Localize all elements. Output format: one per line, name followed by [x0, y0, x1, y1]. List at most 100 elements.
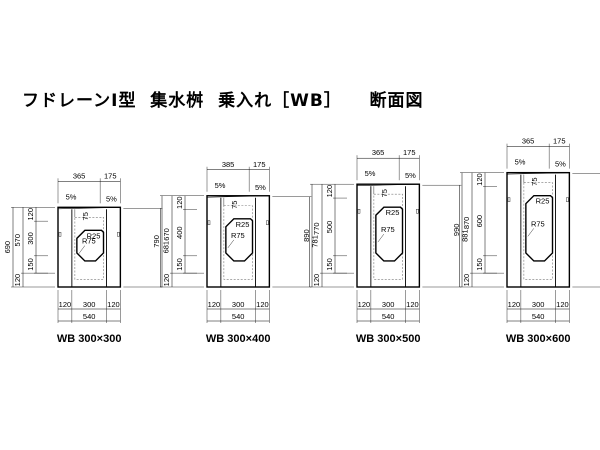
wall-right-label: 120 [556, 300, 569, 309]
top-dim-right-label: 175 [104, 171, 117, 180]
total-height-label: 990 [452, 224, 461, 237]
inner-dashed-outline [74, 217, 104, 280]
total-width-label: 540 [232, 312, 245, 321]
top-cover-label: 120 [325, 185, 334, 198]
box-outline [356, 183, 421, 288]
inlet-opening [225, 218, 254, 262]
radius-small-label: R25 [87, 231, 101, 240]
top-cover-label: 120 [475, 173, 484, 186]
inner-width-label: 300 [382, 300, 395, 309]
radius-leader [227, 239, 235, 248]
upper-height-label: 670 [162, 228, 171, 241]
top-dim-right-label: 175 [553, 137, 566, 146]
right-height-label: 681 [161, 241, 170, 254]
lower-gap-label: 150 [175, 258, 184, 271]
total-width-label: 540 [532, 312, 545, 321]
lower-gap-label: 150 [26, 258, 35, 271]
wall-left-label: 120 [508, 300, 521, 309]
radius-leader [78, 245, 86, 254]
notch-right [416, 209, 419, 214]
inlet-opening [525, 194, 554, 262]
radius-small-label: R25 [536, 197, 550, 206]
total-width-label: 540 [83, 312, 96, 321]
radius-small-label: R25 [236, 220, 250, 229]
lip-dim-label: 75 [81, 212, 90, 220]
inlet-opening [375, 206, 404, 262]
right-height-label: 781 [310, 235, 319, 248]
top-slope-line [206, 195, 270, 198]
radius-leader [527, 228, 535, 237]
top-dim-left-label: 365 [73, 171, 86, 180]
right-height-label: 881 [460, 229, 469, 242]
top-dim-left-label: 385 [222, 160, 235, 169]
notch-left [357, 209, 361, 214]
top-slope-line [506, 172, 570, 175]
notch-left [58, 232, 62, 237]
slope-left-label: 5% [215, 181, 226, 190]
inner-width-label: 300 [232, 300, 245, 309]
total-height-label: 790 [152, 235, 161, 248]
slope-left-label: 5% [515, 158, 526, 167]
total-width-label: 540 [382, 312, 395, 321]
upper-height-label: 570 [13, 234, 22, 247]
inner-width-label: 300 [532, 300, 545, 309]
box-outline [506, 171, 571, 288]
lip-dim-label: 75 [230, 201, 239, 209]
wall-right-label: 120 [406, 300, 419, 309]
lower-gap-label: 150 [325, 258, 334, 271]
box-outline [57, 206, 122, 288]
top-cover-label: 120 [26, 208, 35, 221]
lip-dim-label: 75 [530, 177, 539, 185]
base-height-label: 120 [162, 274, 171, 287]
radius-large-label: R75 [531, 219, 545, 228]
section-caption: WB 300×600 [506, 333, 571, 345]
wall-left-label: 120 [358, 300, 371, 309]
radius-large-label: R75 [381, 225, 395, 234]
section-caption: WB 300×300 [57, 333, 122, 345]
slope-right-label: 5% [555, 160, 566, 169]
base-height-label: 120 [312, 274, 321, 287]
inlet-opening [76, 229, 105, 262]
inner-dashed-outline [523, 182, 553, 280]
section-drawing-4: 75R25R753651755%5%9908701201206001509811… [452, 137, 600, 345]
top-dim-right-label: 175 [403, 148, 416, 157]
total-height-label: 890 [302, 229, 311, 242]
base-height-label: 120 [13, 274, 22, 287]
total-height-label: 690 [3, 241, 12, 254]
top-slope-line [57, 207, 121, 210]
section-caption: WB 300×500 [356, 333, 421, 345]
upper-height-label: 870 [462, 217, 471, 230]
inner-width-label: 300 [83, 300, 96, 309]
base-height-label: 120 [462, 274, 471, 287]
slope-left-label: 5% [365, 169, 376, 178]
box-outline [206, 195, 271, 288]
slope-right-label: 5% [405, 171, 416, 180]
radius-large-label: R75 [231, 231, 245, 240]
radius-leader [377, 233, 385, 243]
opening-height-label: 400 [175, 226, 184, 239]
slope-right-label: 5% [255, 183, 266, 192]
wall-left-label: 120 [208, 300, 221, 309]
wall-right-label: 120 [107, 300, 120, 309]
radius-small-label: R25 [386, 208, 400, 217]
notch-left [507, 197, 511, 202]
notch-right [266, 220, 269, 225]
notch-right [117, 232, 120, 237]
wall-left-label: 120 [59, 300, 72, 309]
lip-dim-label: 75 [380, 189, 389, 197]
slope-right-label: 5% [106, 194, 117, 203]
opening-height-label: 600 [475, 215, 484, 228]
section-caption: WB 300×400 [206, 333, 271, 345]
notch-left [207, 220, 211, 225]
lower-gap-label: 150 [475, 258, 484, 271]
inner-dashed-outline [223, 205, 253, 280]
top-cover-label: 120 [175, 196, 184, 209]
top-dim-left-label: 365 [522, 137, 535, 146]
radius-large-label: R75 [82, 237, 96, 246]
notch-right [566, 197, 569, 202]
opening-height-label: 500 [325, 221, 334, 234]
